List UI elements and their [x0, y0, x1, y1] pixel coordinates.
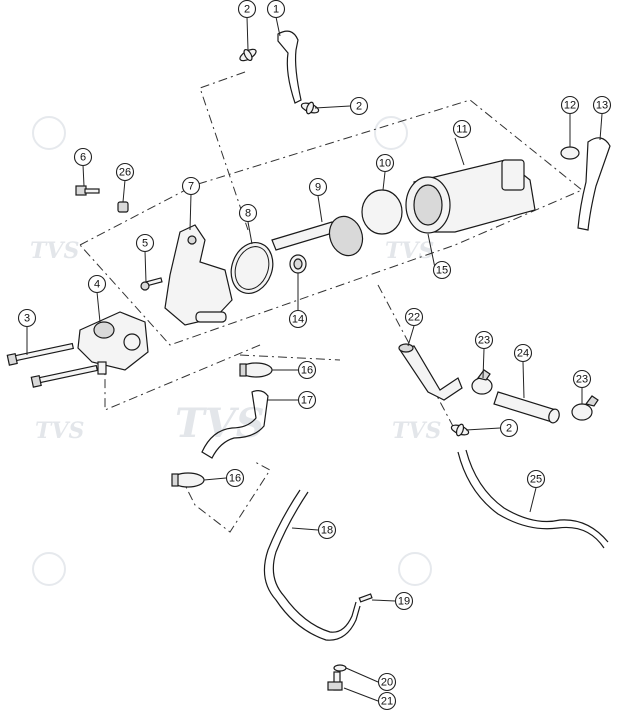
callout-24: 24: [513, 343, 533, 363]
callout-2-label: 2: [244, 4, 250, 16]
callout-2-label: 2: [356, 101, 362, 113]
callout-23-label: 23: [576, 374, 588, 386]
callout-16-label: 16: [301, 365, 313, 377]
callout-6-label: 6: [80, 152, 86, 164]
callout-11: 11: [452, 119, 472, 139]
callout-16: 16: [225, 468, 245, 488]
callout-1: 1: [266, 0, 286, 19]
callout-16: 16: [297, 360, 317, 380]
part-19-clip: [358, 593, 373, 603]
part-11-motor: [405, 159, 536, 234]
callout-8: 8: [238, 203, 258, 223]
callout-3-label: 3: [24, 313, 30, 325]
callout-10: 10: [375, 153, 395, 173]
callout-1-label: 1: [273, 4, 279, 16]
callout-26: 26: [115, 162, 135, 182]
callout-19-label: 19: [398, 596, 410, 608]
part-6-bolt: [75, 185, 100, 196]
callout-2-label: 2: [506, 423, 512, 435]
callout-12: 12: [560, 95, 580, 115]
part-20-washer: [333, 664, 347, 672]
callout-24-label: 24: [517, 348, 529, 360]
callout-17: 17: [297, 390, 317, 410]
callout-13: 13: [592, 95, 612, 115]
part-10-end-cap: [361, 189, 403, 235]
callout-15-label: 15: [436, 265, 448, 277]
part-2-clip: [300, 101, 320, 115]
callout-26-label: 26: [119, 167, 131, 179]
callout-21-label: 21: [381, 696, 393, 708]
callout-14: 14: [288, 309, 308, 329]
part-16-clamp: [239, 362, 273, 378]
callout-11-label: 11: [456, 124, 467, 136]
callout-25-label: 25: [530, 474, 542, 486]
callout-13-label: 13: [596, 100, 608, 112]
callout-23: 23: [572, 369, 592, 389]
callout-5-label: 5: [142, 238, 148, 250]
callout-6: 6: [73, 147, 93, 167]
assembly-outline: [79, 71, 583, 533]
callout-2: 2: [349, 96, 369, 116]
part-17-hose: [201, 390, 269, 459]
callout-9: 9: [308, 177, 328, 197]
part-21-bolt: [327, 671, 343, 691]
part-22-connector: [398, 343, 463, 401]
leader-lines: [26, 16, 603, 702]
part-23-clamp: [571, 395, 599, 421]
part-16-clamp: [171, 472, 205, 488]
callout-20: 20: [377, 672, 397, 692]
part-14-seal: [289, 254, 307, 274]
part-25-hose: [457, 451, 605, 549]
callout-12-label: 12: [564, 100, 576, 112]
callout-22: 22: [404, 307, 424, 327]
callout-25: 25: [526, 469, 546, 489]
callout-4-label: 4: [94, 279, 100, 291]
callout-14-label: 14: [292, 314, 304, 326]
callout-18: 18: [317, 520, 337, 540]
part-24-tube: [493, 391, 560, 424]
callout-4: 4: [87, 274, 107, 294]
callout-3: 3: [17, 308, 37, 328]
part-8-o-ring: [230, 242, 274, 294]
part-1-hose: [277, 30, 302, 104]
part-13-hose: [577, 137, 611, 231]
part-18-hose: [263, 489, 361, 641]
callout-2: 2: [237, 0, 257, 19]
callout-23: 23: [474, 330, 494, 350]
part-5-screw: [140, 277, 163, 291]
part-2-clip: [239, 48, 257, 62]
callout-17-label: 17: [301, 395, 313, 407]
callout-16-label: 16: [229, 473, 241, 485]
callout-19: 19: [394, 591, 414, 611]
callout-22-label: 22: [408, 312, 420, 324]
part-9-armature: [271, 215, 364, 257]
callout-18-label: 18: [321, 525, 333, 537]
callout-2: 2: [499, 418, 519, 438]
part-12-clamp: [560, 146, 580, 160]
part-4-housing: [77, 311, 149, 375]
callout-10-label: 10: [379, 158, 391, 170]
callout-20-label: 20: [381, 677, 393, 689]
callout-9-label: 9: [315, 182, 321, 194]
callout-15: 15: [432, 260, 452, 280]
callout-21: 21: [377, 691, 397, 711]
part-23-clamp: [471, 369, 493, 395]
part-2-clip: [450, 423, 470, 437]
callout-7-label: 7: [188, 181, 194, 193]
part-3-bolt: [6, 342, 99, 388]
part-26-nut: [117, 201, 129, 213]
part-7-bracket: [164, 224, 233, 326]
callout-7: 7: [181, 176, 201, 196]
callout-23-label: 23: [478, 335, 490, 347]
callout-5: 5: [135, 233, 155, 253]
callout-8-label: 8: [245, 208, 251, 220]
